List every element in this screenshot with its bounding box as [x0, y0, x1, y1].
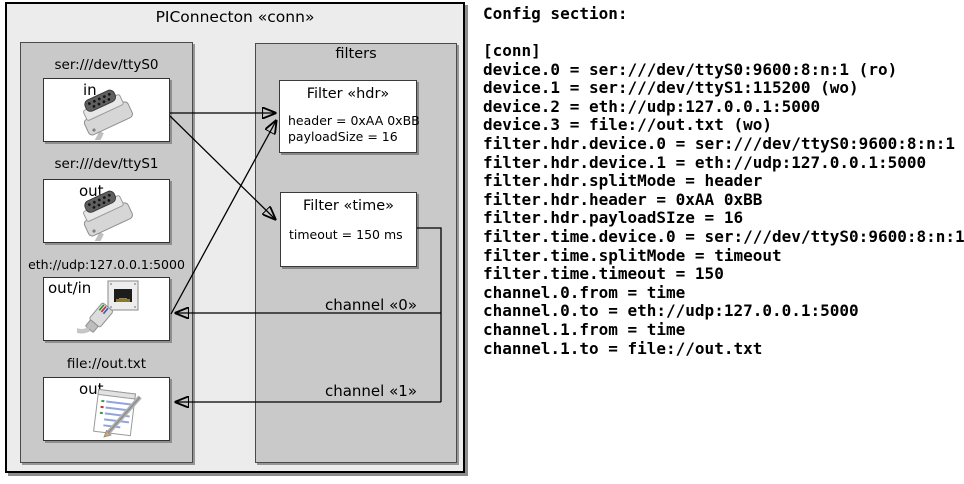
device-box-ttyS0: in: [43, 78, 170, 142]
device-url-label: eth://udp:127.0.0.1:5000: [28, 257, 185, 272]
device-url-label: ser:///dev/ttyS1: [54, 156, 159, 172]
device-box-ttyS1: out: [43, 179, 170, 243]
filter-attr: header = 0xAA 0xBB: [288, 113, 420, 128]
config-lines: [conn] device.0 = ser:///dev/ttyS0:9600:…: [483, 41, 964, 358]
config-line: device.2 = eth://udp:127.0.0.1:5000: [483, 96, 821, 116]
config-line: filter.time.timeout = 150: [483, 264, 724, 284]
config-line: filter.hdr.device.1 = eth://udp:127.0.0.…: [483, 152, 927, 172]
filter-hdr-title: Filter «hdr»: [306, 86, 390, 102]
filter-time-box: Filter «time» timeout = 150 ms: [280, 192, 417, 267]
device-mode-label: out: [79, 380, 104, 398]
device-mode-label: in: [83, 81, 97, 99]
config-line: device.3 = file://out.txt (wo): [483, 115, 772, 135]
notepad-icon: [93, 388, 142, 438]
device-mode-label: out/in: [48, 279, 92, 297]
config-line: channel.1.to = file://out.txt: [483, 338, 763, 358]
serial-connector-icon: [83, 89, 133, 140]
config-line: channel.0.from = time: [483, 282, 686, 302]
config-line: channel.0.to = eth://udp:127.0.0.1:5000: [483, 301, 859, 321]
filters-panel-title: filters: [335, 46, 377, 62]
config-line: channel.1.from = time: [483, 319, 686, 339]
filter-time-title: Filter «time»: [302, 198, 395, 214]
config-line: filter.hdr.payloadSIze = 16: [483, 208, 744, 228]
config-line: device.1 = ser:///dev/ttyS1:115200 (wo): [483, 78, 859, 98]
device-box-eth: out/in: [43, 277, 170, 341]
config-section: Config section: [conn] device.0 = ser://…: [483, 4, 964, 358]
device-url-label: file://out.txt: [66, 356, 147, 372]
config-line: filter.hdr.header = 0xAA 0xBB: [483, 189, 763, 209]
channel-1-label: channel «1»: [324, 382, 417, 400]
config-line: filter.hdr.splitMode = header: [483, 171, 763, 191]
device-mode-label: out: [79, 182, 104, 200]
config-line: filter.hdr.device.0 = ser:///dev/ttyS0:9…: [483, 133, 956, 153]
device-box-file: out: [43, 377, 170, 441]
device-url-label: ser:///dev/ttyS0: [54, 57, 159, 73]
config-line: [conn]: [483, 41, 541, 60]
filter-attr: timeout = 150 ms: [289, 227, 403, 242]
config-line: device.0 = ser:///dev/ttyS0:9600:8:n:1 (…: [483, 59, 898, 79]
diagram-title: PIConnecton «conn»: [155, 8, 315, 26]
serial-connector-icon: [83, 190, 133, 241]
filter-hdr-box: Filter «hdr» header = 0xAA 0xBB payloadS…: [279, 80, 420, 153]
config-line: filter.time.device.0 = ser:///dev/ttyS0:…: [483, 226, 964, 246]
config-heading: Config section:: [483, 4, 628, 23]
channel-0-label: channel «0»: [324, 296, 417, 314]
config-line: filter.time.splitMode = timeout: [483, 245, 782, 265]
ethernet-connector-icon: [77, 280, 139, 334]
filter-attr: payloadSize = 16: [288, 129, 398, 144]
